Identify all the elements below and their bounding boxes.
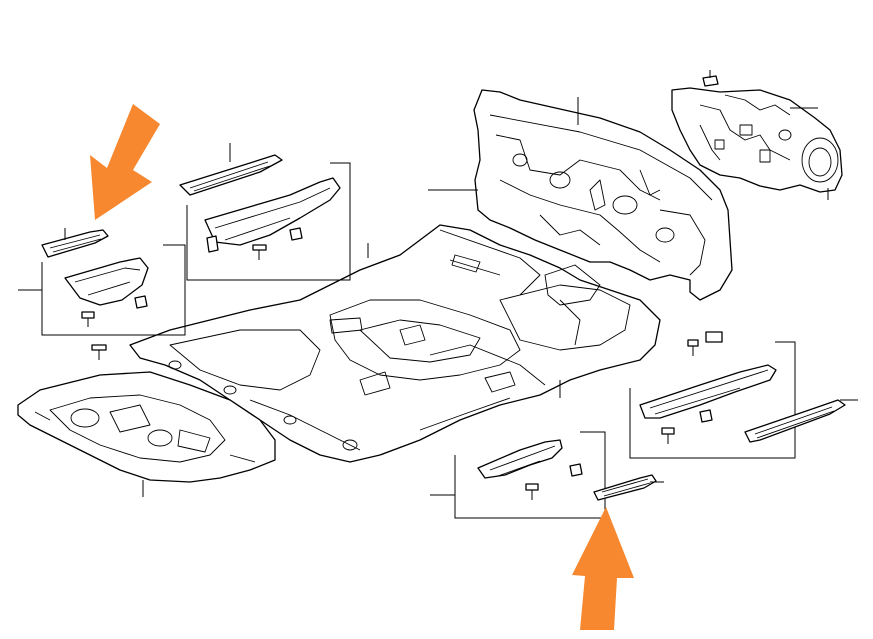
- rear-floor-carpet: [17, 371, 276, 483]
- right-front-kick-panel-group: [430, 431, 606, 519]
- dashboard-insulator: [473, 89, 733, 301]
- right-clip-parts: [687, 331, 723, 356]
- arrow-down-left-icon: [90, 104, 160, 220]
- right-front-sill-trim: [593, 474, 664, 501]
- clip-icon: [252, 244, 267, 260]
- left-front-kick-panel-group: [18, 244, 186, 336]
- left-rear-kick-panel-group: [186, 162, 351, 281]
- firewall-clip: [702, 70, 719, 87]
- firewall-insulator: [671, 87, 843, 193]
- arrow-up-icon: [572, 507, 634, 630]
- leader-lines: [367, 97, 829, 398]
- clip-icon: [661, 427, 675, 444]
- push-clip-icon: [91, 344, 107, 360]
- left-front-sill-trim: [41, 228, 109, 258]
- right-rear-kick-panel-group: [629, 341, 796, 459]
- right-rear-sill-trim: [744, 399, 858, 443]
- clip-icon: [525, 483, 539, 500]
- clip-icon: [81, 311, 95, 327]
- left-rear-sill-trim: [179, 143, 283, 196]
